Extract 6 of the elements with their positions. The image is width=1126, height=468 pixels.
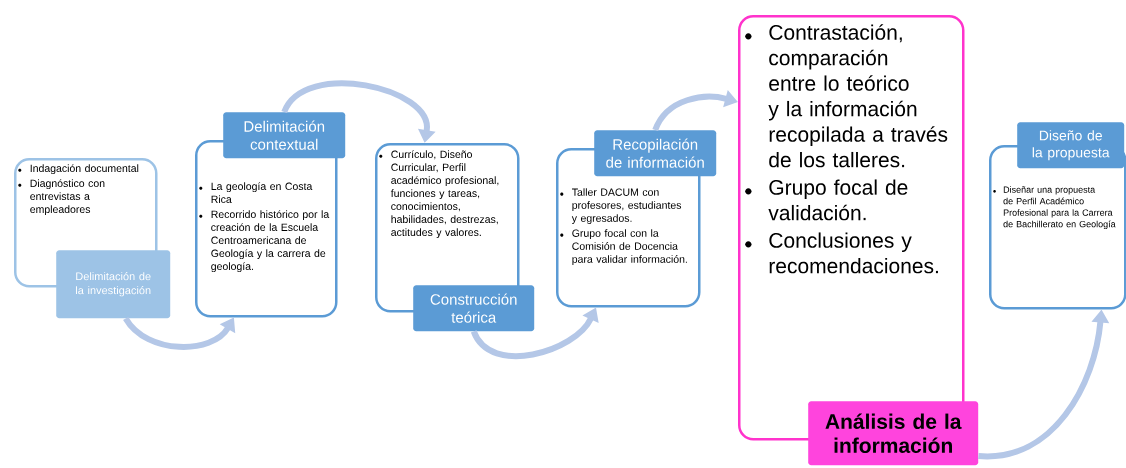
step-title-box: Construcción teórica — [413, 285, 535, 332]
step-title-box: Delimitación de la investigación — [56, 250, 171, 319]
step-title-box: Recopilación de información — [594, 130, 717, 177]
step-title-box: Análisis de la información — [808, 401, 979, 466]
step-title-box: Delimitación contextual — [223, 112, 346, 159]
step-title-box: Diseño de la propuesta — [1017, 122, 1125, 169]
